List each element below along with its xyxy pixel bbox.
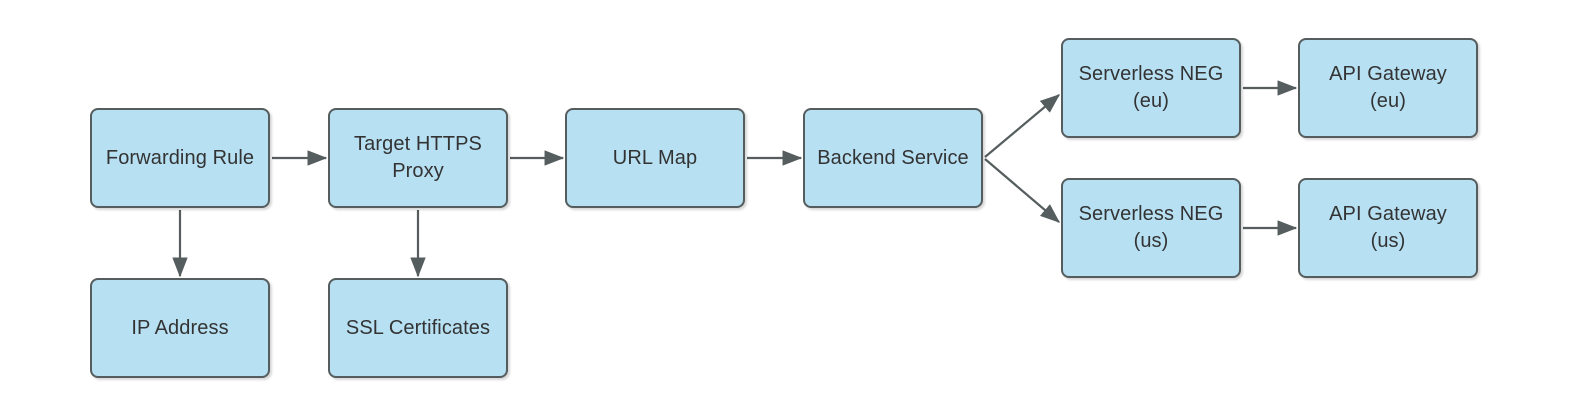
node-ssl-certificates[interactable]: SSL Certificates: [328, 278, 508, 378]
node-backend-service[interactable]: Backend Service: [803, 108, 983, 208]
node-target-https-proxy[interactable]: Target HTTPS Proxy: [328, 108, 508, 208]
edge-backend-service-to-serverless-neg-us: [984, 158, 1061, 223]
node-serverless-neg-eu[interactable]: Serverless NEG (eu): [1061, 38, 1241, 138]
node-label-target-https-proxy: Target HTTPS Proxy: [354, 133, 482, 182]
node-label-api-gateway-us: API Gateway (us): [1329, 203, 1447, 252]
node-serverless-neg-us[interactable]: Serverless NEG (us): [1061, 178, 1241, 278]
node-forwarding-rule[interactable]: Forwarding Rule: [90, 108, 270, 208]
node-api-gateway-eu[interactable]: API Gateway (eu): [1298, 38, 1478, 138]
node-label-ip-address: IP Address: [131, 316, 229, 339]
node-label-backend-service: Backend Service: [817, 146, 969, 169]
node-label-url-map: URL Map: [612, 146, 698, 169]
node-api-gateway-us[interactable]: API Gateway (us): [1298, 178, 1478, 278]
node-label-api-gateway-eu: API Gateway (eu): [1329, 63, 1447, 112]
node-ip-address[interactable]: IP Address: [90, 278, 270, 378]
node-label-serverless-neg-eu: Serverless NEG (eu): [1078, 63, 1224, 112]
node-url-map[interactable]: URL Map: [565, 108, 745, 208]
node-label-ssl-certificates: SSL Certificates: [345, 316, 491, 339]
node-label-forwarding-rule: Forwarding Rule: [105, 146, 255, 169]
edge-backend-service-to-serverless-neg-eu: [984, 94, 1061, 158]
node-label-serverless-neg-us: Serverless NEG (us): [1078, 203, 1224, 252]
